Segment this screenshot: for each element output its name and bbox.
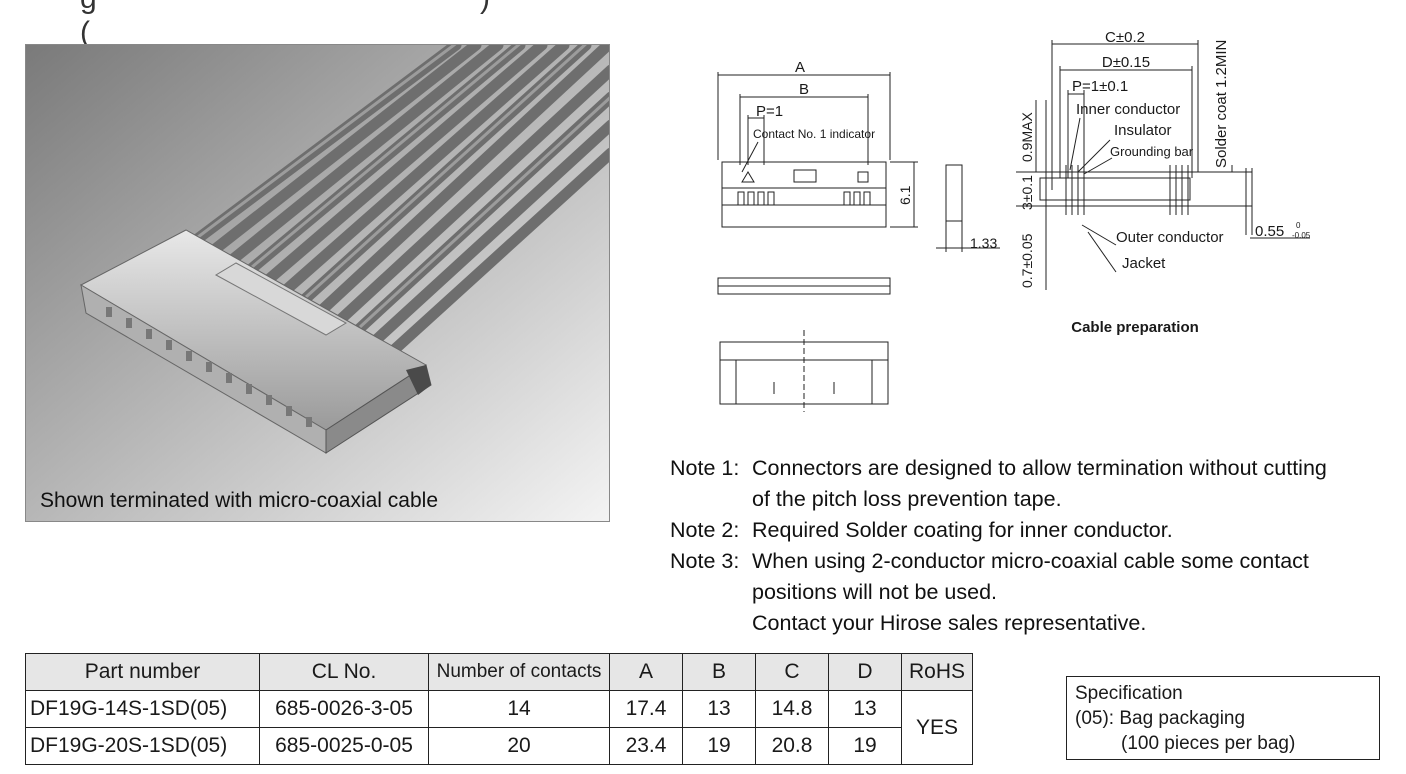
- parts-table: Part number CL No. Number of contacts A …: [25, 653, 973, 765]
- cable-c-label: C±0.2: [1105, 29, 1145, 46]
- header-b: B: [682, 653, 756, 691]
- contact-indicator-label: Contact No. 1 indicator: [753, 127, 875, 141]
- max-0-9-label: 0.9MAX: [1019, 112, 1035, 162]
- spec-title: Specification: [1075, 683, 1183, 704]
- spec-line-2: (100 pieces per bag): [1121, 733, 1296, 754]
- connector-illustration: [26, 45, 609, 521]
- tolerance-upper: 0: [1296, 221, 1301, 230]
- cable-p-label: P=1±0.1: [1072, 78, 1128, 95]
- rohs-value: YES: [901, 690, 973, 765]
- dim-0-7-label: 0.7±0.05: [1019, 233, 1035, 288]
- inner-conductor-label: Inner conductor: [1076, 101, 1180, 118]
- spec-line-1: (05): Bag packaging: [1075, 708, 1246, 729]
- product-photo: Shown terminated with micro-coaxial cabl…: [25, 44, 610, 522]
- dim-1-33-label: 1.33: [970, 235, 997, 251]
- note-2: Note 2: Required Solder coating for inne…: [670, 518, 1173, 542]
- header-part-number: Part number: [25, 653, 260, 691]
- dim-b-label: B: [799, 81, 809, 98]
- grounding-bar-label: Grounding bar: [1110, 144, 1194, 159]
- table-row: DF19G-20S-1SD(05) 685-0025-0-05 20 23.4 …: [25, 727, 973, 765]
- photo-caption: Shown terminated with micro-coaxial cabl…: [40, 489, 439, 512]
- jacket-label: Jacket: [1122, 255, 1166, 272]
- header-c: C: [755, 653, 829, 691]
- insulator-label: Insulator: [1114, 122, 1172, 139]
- dim-6-1-label: 6.1: [897, 185, 913, 205]
- notes-section: Note 1: Connectors are designed to allow…: [670, 453, 1390, 639]
- outer-conductor-label: Outer conductor: [1116, 229, 1224, 246]
- tolerance-lower: -0.05: [1292, 231, 1311, 240]
- header-contacts: Number of contacts: [428, 653, 610, 691]
- header-cl-no: CL No.: [259, 653, 429, 691]
- dim-p-label: P=1: [756, 103, 783, 120]
- header-rohs: RoHS: [901, 653, 973, 691]
- header-d: D: [828, 653, 902, 691]
- table-header-row: Part number CL No. Number of contacts A …: [25, 653, 973, 691]
- specification-box: Specification (05): Bag packaging (100 p…: [1066, 676, 1380, 760]
- cable-prep-title: Cable preparation: [1071, 319, 1199, 336]
- technical-drawing: A B P=1 Contact No. 1 indicator 6.1 1.33…: [717, 29, 1311, 412]
- cable-d-label: D±0.15: [1102, 54, 1150, 71]
- solder-coat-label: Solder coat 1.2MIN: [1213, 40, 1230, 168]
- header-a: A: [609, 653, 683, 691]
- dim-3-label: 3±0.1: [1019, 175, 1035, 210]
- note-3: Note 3: When using 2-conductor micro-coa…: [670, 549, 1309, 635]
- note-1: Note 1: Connectors are designed to allow…: [670, 456, 1327, 511]
- dim-a-label: A: [795, 59, 805, 76]
- dim-0-55-label: 0.55: [1255, 223, 1284, 240]
- table-row: DF19G-14S-1SD(05) 685-0026-3-05 14 17.4 …: [25, 690, 973, 765]
